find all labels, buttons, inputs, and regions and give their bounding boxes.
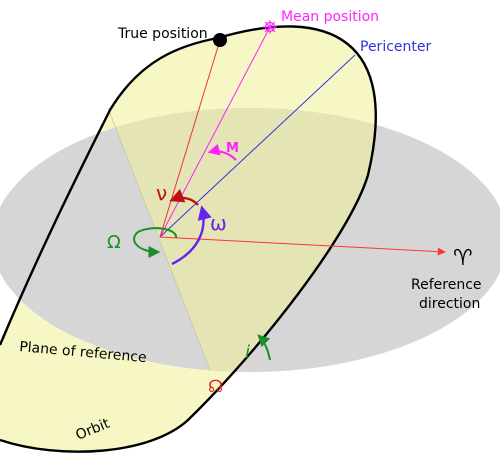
inclination-label: i [245,342,250,363]
pericenter-label: Pericenter [360,39,431,55]
mean-position-marker [263,20,277,34]
line-of-nodes [107,107,211,371]
true-anomaly-arc [169,189,199,206]
vernal-equinox-symbol: ♈ [453,246,473,271]
inclination-arc [257,334,271,361]
mean-anomaly-arc [207,143,237,161]
ascending-node-longitude-arc [133,227,177,258]
ascending-node-longitude-label: Ω [107,232,121,253]
true-position-label: True position [117,26,208,42]
ascending-node-symbol: ☊ [208,377,223,397]
reference-direction-arrow [159,236,446,256]
pericenter-line [159,54,356,238]
true-anomaly-label: ν [156,181,167,205]
argument-of-periapsis-label: ω [210,211,227,235]
reference-direction-label-line2: direction [419,296,480,312]
argument-of-periapsis-arc [171,205,212,266]
true-position-line [159,39,221,238]
true-position-marker [213,33,227,47]
mean-anomaly-label: M [226,141,239,156]
reference-direction-label-line1: Reference [411,277,482,293]
orbit-outline [0,25,377,453]
mean-position-label: Mean position [281,9,379,25]
